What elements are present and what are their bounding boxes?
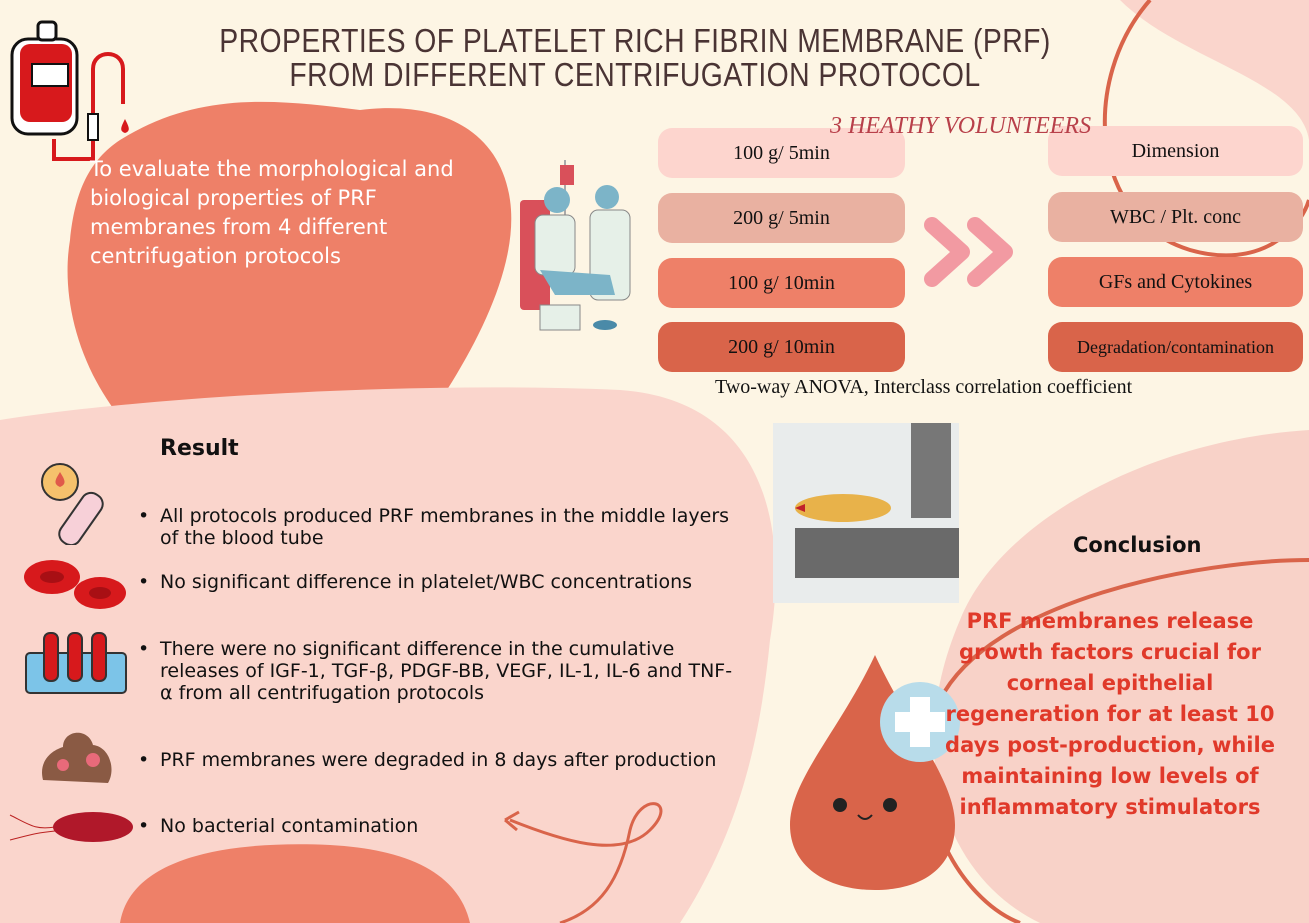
test-tube-icon xyxy=(41,463,104,545)
conclusion-text: PRF membranes release growth factors cru… xyxy=(945,609,1275,819)
protocol-box: 200 g/ 10min xyxy=(658,322,905,372)
subjects-label: 3 HEATHY VOLUNTEERS xyxy=(830,113,1092,139)
blood-donation-illustration xyxy=(520,160,631,331)
statistics-text: Two-way ANOVA, Interclass correlation co… xyxy=(715,376,1133,398)
protocol-box: 100 g/ 10min xyxy=(658,258,905,308)
result-title: Result xyxy=(160,436,239,461)
result-item-text: All protocols produced PRF membranes in … xyxy=(160,505,730,549)
red-blood-cells-icon xyxy=(24,560,126,609)
result-item: •No bacterial contamination xyxy=(138,815,419,837)
outcome-box: Degradation/contamination xyxy=(1048,322,1303,372)
result-item-text: No significant difference in platelet/WB… xyxy=(160,571,693,593)
result-item: •PRF membranes were degraded in 8 days a… xyxy=(138,749,717,771)
result-item: •No significant difference in platelet/W… xyxy=(138,571,693,593)
outcome-box: WBC / Plt. conc xyxy=(1048,192,1303,242)
blood-bag-icon xyxy=(10,20,129,161)
result-item: •There were no significant difference in… xyxy=(138,638,738,704)
protocol-box: 100 g/ 5min xyxy=(658,128,905,178)
poster-title: PROPERTIES OF PLATELET RICH FIBRIN MEMBR… xyxy=(219,22,1051,93)
conclusion-title: Conclusion xyxy=(1073,533,1202,557)
result-item-text: There were no significant difference in … xyxy=(160,638,733,704)
protocol-box: 200 g/ 5min xyxy=(658,193,905,243)
result-item: •All protocols produced PRF membranes in… xyxy=(138,505,738,549)
result-item-text: No bacterial contamination xyxy=(160,815,419,837)
blood-drop-mascot-icon xyxy=(790,655,960,890)
outcome-box: GFs and Cytokines xyxy=(1048,257,1303,307)
degraded-membrane-icon xyxy=(42,732,112,783)
prf-membrane-photo xyxy=(773,423,959,603)
outcome-box: Dimension xyxy=(1048,126,1303,176)
bacteria-icon xyxy=(9,812,133,842)
blood-sample-tubes-icon xyxy=(25,632,127,694)
aim-text: To evaluate the morphological and biolog… xyxy=(90,157,454,268)
double-chevron-arrow-icon xyxy=(924,217,1013,287)
result-item-text: PRF membranes were degraded in 8 days af… xyxy=(160,749,717,771)
